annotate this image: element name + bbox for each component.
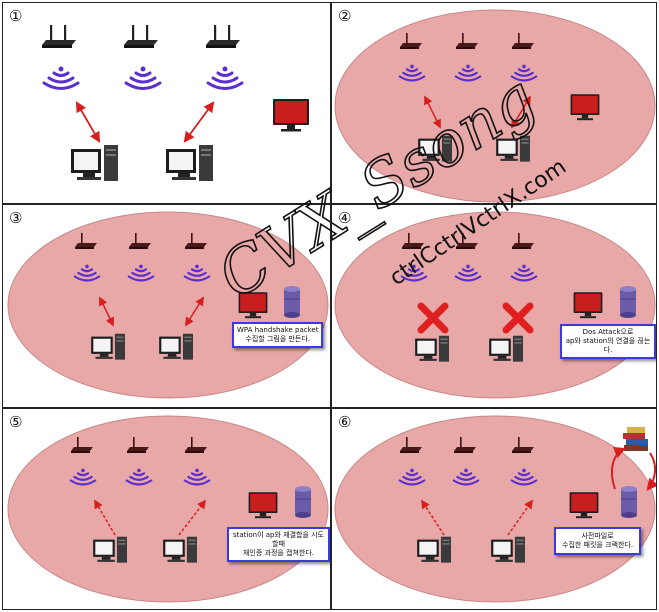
- panel-number: ⑥: [338, 413, 352, 431]
- computer-icon: [166, 145, 213, 181]
- network-area-ellipse: [334, 9, 656, 203]
- network-area-ellipse: [334, 415, 656, 603]
- connection-arrow: [99, 296, 114, 327]
- step-note: Dos Attack으로 ap와 station의 연결을 끊는다.: [560, 324, 656, 359]
- connection-arrow: [183, 101, 215, 143]
- reconnect-arrow: [507, 499, 534, 536]
- server-icon: [283, 285, 301, 319]
- connection-arrow: [75, 101, 101, 143]
- server-icon: [294, 485, 312, 519]
- connection-arrow: [424, 95, 441, 129]
- crack-arrow: [611, 447, 627, 490]
- monitor-icon: [273, 99, 309, 132]
- panel-3-drawing: [7, 211, 329, 399]
- panel-2-drawing: [334, 9, 656, 203]
- panel-number: ②: [338, 7, 352, 25]
- panel-number: ④: [338, 209, 352, 227]
- wifi-signal-icon: [42, 65, 80, 90]
- server-icon: [620, 485, 638, 519]
- panel-number: ⑤: [9, 413, 23, 431]
- panel-6: ⑥ 사전파일로 수집한 패킷을 크랙한다.: [331, 408, 657, 610]
- step-note-text: Dos Attack으로 ap와 station의 연결을 끊는다.: [565, 328, 651, 354]
- wifi-signal-icon: [206, 65, 244, 90]
- panel-1-drawing: [42, 25, 309, 181]
- access-point-icon: [124, 25, 158, 48]
- panel-4-drawing: [334, 211, 656, 399]
- reconnect-arrow: [178, 499, 207, 536]
- server-icon: [619, 285, 637, 319]
- network-area-ellipse: [7, 211, 329, 399]
- step-note: 사전파일로 수집한 패킷을 크랙한다.: [554, 527, 642, 555]
- network-area-ellipse: [334, 211, 656, 399]
- computer-icon: [71, 145, 118, 181]
- panel-number: ①: [9, 7, 23, 25]
- panel-4: ④ Dos Attack으로 ap와 station의 연결을 끊는다.: [331, 204, 657, 408]
- connection-arrow: [185, 296, 204, 327]
- reconnect-arrow: [94, 499, 116, 536]
- access-point-icon: [42, 25, 76, 48]
- dictionary-books-icon: [623, 427, 648, 451]
- connection-arrow: [511, 95, 531, 129]
- step-note-text: WPA handshake packet 수집할 그림을 만든다.: [237, 326, 319, 343]
- reconnect-arrow: [421, 499, 445, 536]
- access-point-icon: [206, 25, 240, 48]
- panel-number: ③: [9, 209, 23, 227]
- panel-2: ②: [331, 2, 657, 204]
- crack-arrow: [646, 452, 656, 491]
- step-note-text: 사전파일로 수집한 패킷을 크랙한다.: [562, 532, 634, 549]
- network-area-ellipse: [7, 415, 329, 603]
- panel-1: ①: [2, 2, 331, 204]
- panel-5-drawing: [7, 415, 329, 603]
- step-note: WPA handshake packet 수집할 그림을 만든다.: [232, 322, 324, 348]
- panel-3: ③ WPA handshake packet 수집할 그림을 만든다.: [2, 204, 331, 408]
- panel-6-drawing: [334, 415, 656, 603]
- step-note-text: station이 ap와 재결합을 시도할때 재인증 과정을 캡쳐한다.: [232, 531, 325, 557]
- step-note: station이 ap와 재결합을 시도할때 재인증 과정을 캡쳐한다.: [227, 527, 330, 562]
- panel-5: ⑤ station이 ap와 재결합을 시도할때 재인증 과정을 캡쳐한다.: [2, 408, 331, 610]
- wifi-signal-icon: [124, 65, 162, 90]
